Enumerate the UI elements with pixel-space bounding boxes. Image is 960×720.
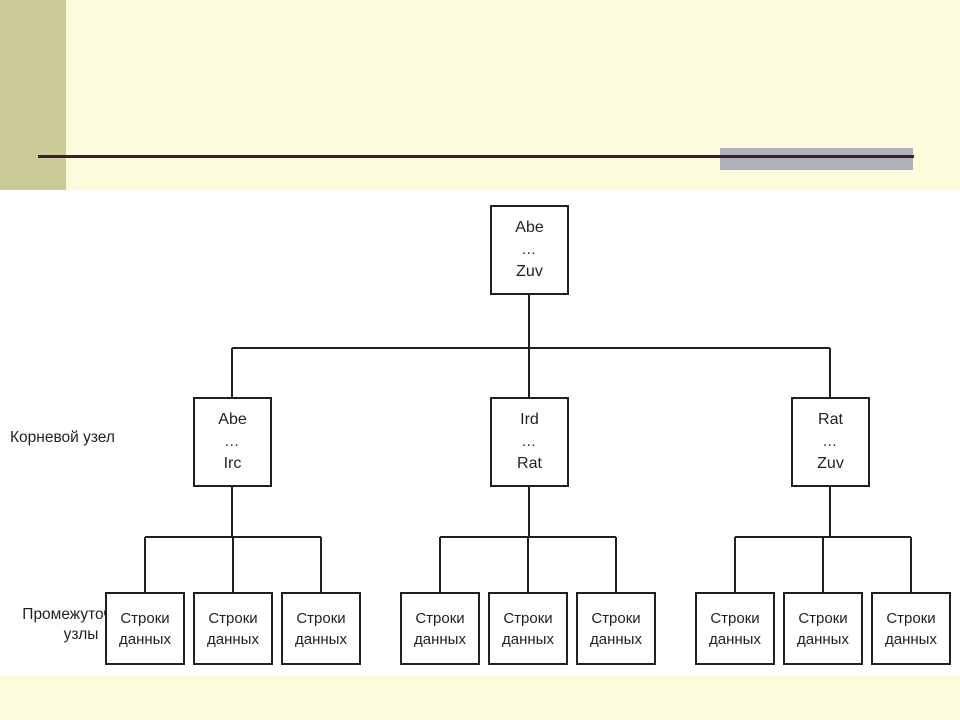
node-line-ellipsis: … (822, 433, 839, 450)
leaf-line-1: Строки (296, 609, 346, 627)
tree-leaf-2-1[interactable]: Строки данных (400, 592, 480, 665)
node-line-lower: Irc (223, 455, 242, 472)
leaf-line-2: данных (207, 630, 259, 648)
node-line-lower: Zuv (516, 263, 543, 280)
leaf-line-1: Строки (503, 609, 553, 627)
tree-leaf-2-3[interactable]: Строки данных (576, 592, 656, 665)
node-line-upper: Rat (818, 411, 843, 428)
leaf-line-1: Строки (208, 609, 258, 627)
node-line-ellipsis: … (521, 433, 538, 450)
horizontal-rule-overlay (720, 155, 913, 158)
tree-leaf-3-1[interactable]: Строки данных (695, 592, 775, 665)
side-accent-block (0, 0, 66, 190)
leaf-line-1: Строки (710, 609, 760, 627)
row-label-root: Корневой узел (10, 429, 115, 446)
tree-node-internal-1[interactable]: Abe … Irc (193, 397, 272, 487)
leaf-line-1: Строки (415, 609, 465, 627)
tree-leaf-3-2[interactable]: Строки данных (783, 592, 863, 665)
leaf-line-2: данных (709, 630, 761, 648)
node-line-upper: Abe (515, 219, 544, 236)
node-line-ellipsis: … (224, 433, 241, 450)
node-line-upper: Ird (520, 411, 539, 428)
node-line-upper: Abe (218, 411, 247, 428)
node-line-ellipsis: … (521, 241, 538, 258)
tree-node-internal-2[interactable]: Ird … Rat (490, 397, 569, 487)
leaf-line-2: данных (885, 630, 937, 648)
horizontal-rule (38, 155, 914, 158)
diagram-canvas: Корневой узел Промежуточные узлы Листья … (0, 190, 960, 676)
tree-leaf-1-3[interactable]: Строки данных (281, 592, 361, 665)
leaf-line-1: Строки (886, 609, 936, 627)
node-line-lower: Zuv (817, 455, 844, 472)
leaf-line-2: данных (590, 630, 642, 648)
node-line-lower: Rat (517, 455, 542, 472)
tree-leaf-1-2[interactable]: Строки данных (193, 592, 273, 665)
tree-connectors (143, 295, 913, 592)
tree-leaf-3-3[interactable]: Строки данных (871, 592, 951, 665)
footer-strip (0, 676, 960, 720)
leaf-line-2: данных (119, 630, 171, 648)
tree-node-internal-3[interactable]: Rat … Zuv (791, 397, 870, 487)
tree-leaf-1-1[interactable]: Строки данных (105, 592, 185, 665)
leaf-line-1: Строки (798, 609, 848, 627)
leaf-line-1: Строки (120, 609, 170, 627)
rule-accent-bar (720, 148, 913, 170)
leaf-line-2: данных (502, 630, 554, 648)
leaf-line-2: данных (414, 630, 466, 648)
tree-node-root[interactable]: Abe … Zuv (490, 205, 569, 295)
leaf-line-2: данных (295, 630, 347, 648)
leaf-line-2: данных (797, 630, 849, 648)
tree-leaf-2-2[interactable]: Строки данных (488, 592, 568, 665)
header-band (0, 0, 960, 190)
leaf-line-1: Строки (591, 609, 641, 627)
